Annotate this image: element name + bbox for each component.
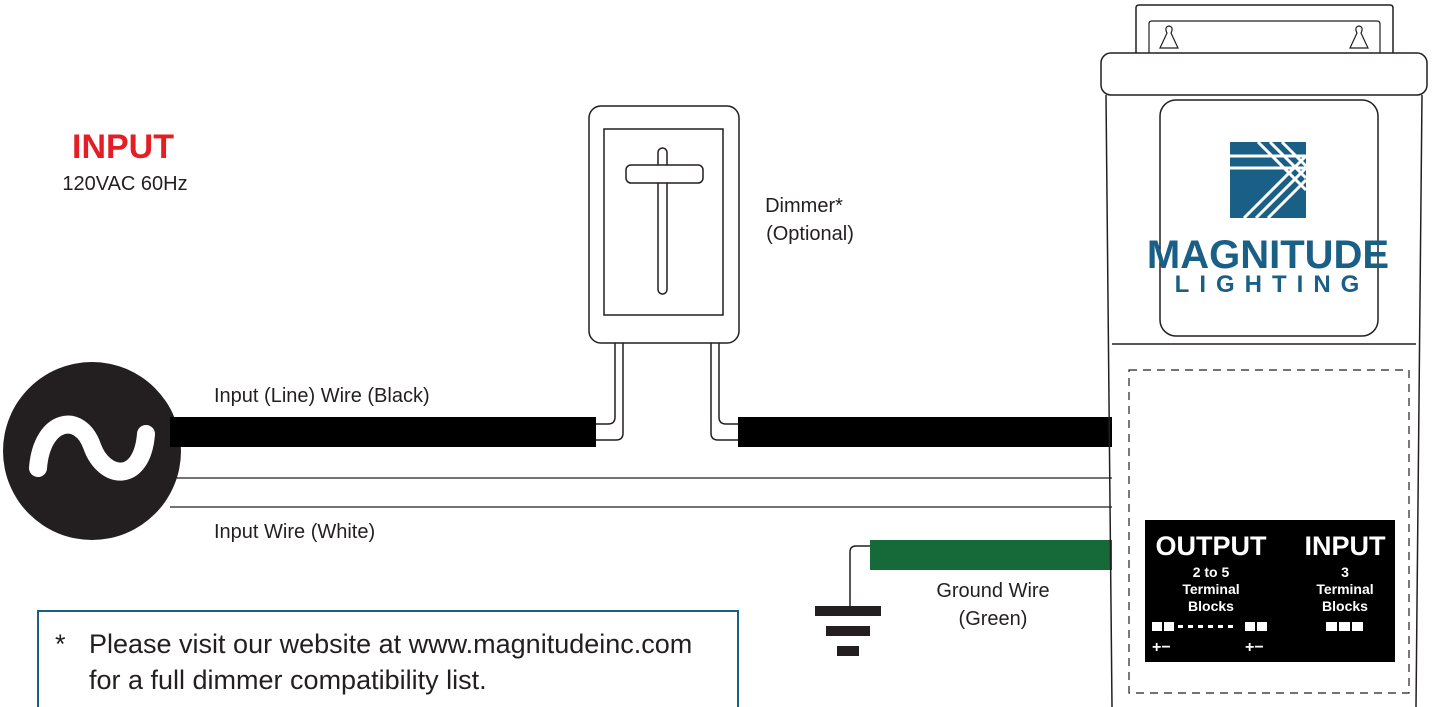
output-title: OUTPUT [1156, 531, 1268, 561]
brand-mark-icon [1230, 140, 1308, 220]
footnote-asterisk: * [55, 629, 66, 659]
output-detail-1: 2 to 5 [1193, 564, 1230, 580]
brand-name: MAGNITUDE [1147, 233, 1389, 277]
input-detail-1: 3 [1341, 564, 1349, 580]
output-polarity-left: +− [1152, 639, 1171, 656]
input-title: INPUT [1305, 531, 1387, 561]
line-wire-left [170, 417, 596, 447]
output-terminal-blocks-icon [1152, 622, 1267, 631]
dimmer-label-2: (Optional) [766, 223, 854, 245]
brand-subname: LIGHTING [1175, 271, 1370, 298]
ground-wire-label-1: Ground Wire [936, 580, 1049, 602]
output-polarity-right: +− [1245, 639, 1264, 656]
terminal-panel: OUTPUT 2 to 5 Terminal Blocks +− +− INPU… [1145, 520, 1395, 662]
ground-wire [870, 540, 1112, 570]
ground-symbol-icon [815, 545, 881, 656]
footnote-box: * Please visit our website at www.magnitu… [37, 610, 739, 707]
input-spec-label: 120VAC 60Hz [62, 173, 187, 195]
ground-wire-label-2: (Green) [959, 608, 1028, 630]
neutral-wire-label: Input Wire (White) [214, 521, 375, 543]
output-detail-3: Blocks [1188, 598, 1234, 614]
input-title-label: INPUT [72, 128, 174, 166]
line-wire-right [738, 417, 1112, 447]
line-wire-label: Input (Line) Wire (Black) [214, 385, 430, 407]
keyhole-right-icon [1349, 25, 1369, 49]
dimmer-leads [596, 343, 738, 441]
input-terminal-blocks-icon [1326, 622, 1363, 631]
keyhole-left-icon [1159, 25, 1179, 49]
dimmer-label-1: Dimmer* [765, 195, 843, 217]
brand-logo: MAGNITUDE LIGHTING [1147, 140, 1389, 298]
footnote-line-2: for a full dimmer compatibility list. [89, 665, 487, 695]
neutral-wire [170, 477, 1112, 508]
input-detail-3: Blocks [1322, 598, 1368, 614]
ac-source-icon [3, 362, 181, 540]
dimmer-switch [588, 105, 740, 344]
input-detail-2: Terminal [1316, 581, 1373, 597]
output-detail-2: Terminal [1182, 581, 1239, 597]
footnote-line-1: Please visit our website at www.magnitud… [89, 629, 693, 659]
